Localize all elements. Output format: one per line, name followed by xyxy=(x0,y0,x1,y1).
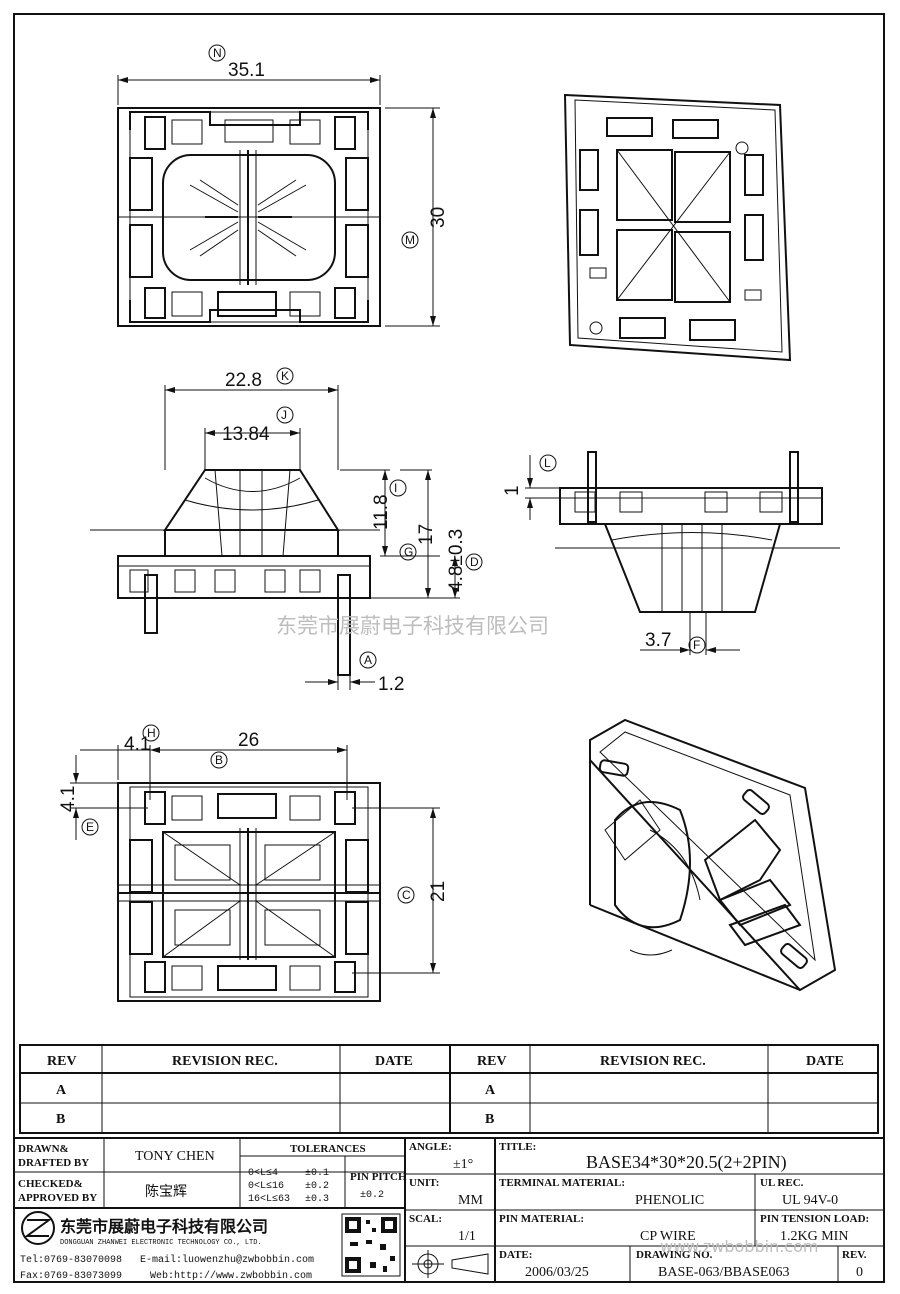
svg-text:L: L xyxy=(544,456,551,470)
right-view-dimensions: 1 L 3.7 F xyxy=(502,454,740,655)
approved-by: 陈宝辉 xyxy=(145,1183,187,1200)
svg-text:C: C xyxy=(402,888,411,902)
svg-text:I: I xyxy=(394,481,397,495)
rev-header-date-1: DATE xyxy=(375,1054,413,1069)
front-view xyxy=(90,469,380,676)
svg-text:D: D xyxy=(470,555,479,569)
rev-label: REV. xyxy=(842,1249,867,1261)
top-view xyxy=(117,107,381,327)
bottom-view-dimensions: 26 B 4.1 H 4.1 E 21 C xyxy=(58,724,449,974)
approved-label: APPROVED BY xyxy=(18,1192,97,1204)
svg-text:B: B xyxy=(215,753,223,767)
dim-top-width: 35.1 xyxy=(228,60,265,81)
title: BASE34*30*20.5(2+2PIN) xyxy=(586,1152,787,1173)
terminal-material: PHENOLIC xyxy=(635,1193,704,1208)
company-en: DONGGUAN ZHANWEI ELECTRONIC TECHNOLOGY C… xyxy=(60,1239,262,1247)
svg-text:H: H xyxy=(147,726,156,740)
tol-range-2: 0<L≤16 xyxy=(248,1181,284,1192)
revision-table: REV REVISION REC. DATE REV REVISION REC.… xyxy=(19,1044,879,1134)
ul-rec: UL 94V-0 xyxy=(782,1193,838,1208)
iso-view-top xyxy=(563,93,792,362)
unit: MM xyxy=(458,1193,483,1208)
bottom-view xyxy=(117,782,381,1002)
scale: 1/1 xyxy=(458,1229,476,1244)
rev-header-date-2: DATE xyxy=(806,1054,844,1069)
iso-view-bottom xyxy=(589,718,837,992)
checked-label: CHECKED& xyxy=(18,1178,83,1190)
rev-a-2: A xyxy=(485,1083,496,1098)
email: E-mail:luowenzhu@zwbobbin.com xyxy=(140,1254,314,1266)
drafted-label: DRAFTED BY xyxy=(18,1157,89,1169)
tol-value-3: ±0.3 xyxy=(305,1194,329,1205)
title-block: DRAWN& DRAFTED BY TONY CHEN CHECKED& APP… xyxy=(13,1137,885,1283)
rev-b-1: B xyxy=(56,1112,65,1127)
rev-b-2: B xyxy=(485,1112,494,1127)
dim-side-inner: 13.84 xyxy=(222,424,270,445)
web: Web:http://www.zwbobbin.com xyxy=(150,1270,312,1282)
pin-material: CP WIRE xyxy=(640,1229,696,1244)
dim-bottom-w: 26 xyxy=(238,730,259,751)
company-logo xyxy=(21,1211,55,1245)
ul-rec-label: UL REC. xyxy=(760,1177,804,1189)
svg-text:N: N xyxy=(213,46,222,60)
title-label: TITLE: xyxy=(499,1141,536,1153)
pin-tension-label: PIN TENSION LOAD: xyxy=(760,1213,869,1225)
scale-label: SCAL: xyxy=(409,1213,442,1225)
pin-material-label: PIN MATERIAL: xyxy=(499,1213,584,1225)
dim-side-width: 22.8 xyxy=(225,370,262,391)
top-view-dimensions: 35.1 N 30 M xyxy=(117,44,449,327)
tol-range-3: 16<L≤63 xyxy=(248,1194,290,1205)
tol-value-1: ±0.1 xyxy=(305,1168,329,1179)
watermark-company: 东莞市展蔚电子科技有限公司 xyxy=(276,614,549,638)
terminal-material-label: TERMINAL MATERIAL: xyxy=(499,1177,625,1189)
rev: 0 xyxy=(856,1265,863,1280)
pin-tension: 1.2KG MIN xyxy=(780,1229,848,1244)
company-cn: 东莞市展蔚电子科技有限公司 xyxy=(60,1217,268,1236)
tol-range-1: 0<L≤4 xyxy=(248,1168,278,1179)
fax: Fax:0769-83073099 xyxy=(20,1271,122,1282)
svg-text:M: M xyxy=(405,233,415,247)
pin-pitch-label: PIN PITCH xyxy=(350,1171,407,1183)
unit-label: UNIT: xyxy=(409,1177,439,1189)
tolerances-label: TOLERANCES xyxy=(290,1143,366,1155)
dim-right-f: 3.7 xyxy=(645,630,671,651)
svg-text:A: A xyxy=(364,653,372,667)
watermark-url: www.zwbobbin.com xyxy=(660,1237,818,1256)
pin-pitch: ±0.2 xyxy=(360,1190,384,1201)
qr-code xyxy=(341,1213,401,1277)
angle-label: ANGLE: xyxy=(409,1141,452,1153)
drawn-by: TONY CHEN xyxy=(135,1149,215,1164)
dim-right-l: 1 xyxy=(502,485,523,496)
dim-side-h2: 17 xyxy=(416,524,437,545)
front-view-dimensions: 22.8 K 13.84 J 11.8 I 17 G 4.8±0.3 D 1.2 xyxy=(164,367,483,695)
svg-text:J: J xyxy=(281,408,287,422)
tel: Tel:0769-83070098 xyxy=(20,1254,122,1266)
drawn-label: DRAWN& xyxy=(18,1143,69,1155)
drawing-no: BASE-063/BBASE063 xyxy=(658,1265,789,1280)
dim-bottom-h: 4.1 xyxy=(124,734,150,755)
angle: ±1° xyxy=(453,1157,473,1172)
svg-text:E: E xyxy=(86,820,94,834)
svg-text:F: F xyxy=(693,638,700,652)
svg-text:G: G xyxy=(404,545,413,559)
rev-header-rev-1: REV xyxy=(47,1054,77,1069)
right-view xyxy=(555,451,840,613)
projection-symbol xyxy=(412,1250,489,1278)
rev-header-rev-2: REV xyxy=(477,1054,507,1069)
rev-a-1: A xyxy=(56,1083,67,1098)
date: 2006/03/25 xyxy=(525,1265,589,1280)
svg-text:K: K xyxy=(281,369,289,383)
dim-side-h1: 11.8 xyxy=(371,494,392,530)
rev-header-rec-1: REVISION REC. xyxy=(172,1054,278,1069)
tol-value-2: ±0.2 xyxy=(305,1181,329,1192)
dim-pin-w: 1.2 xyxy=(378,674,404,695)
dim-top-height: 30 xyxy=(428,207,449,228)
rev-header-rec-2: REVISION REC. xyxy=(600,1054,706,1069)
drawing-no-label: DRAWING NO. xyxy=(636,1249,713,1261)
dim-bottom-c: 21 xyxy=(428,881,449,902)
dim-bottom-e: 4.1 xyxy=(58,786,79,812)
dim-side-h3: 4.8±0.3 xyxy=(446,529,467,592)
date-label: DATE: xyxy=(499,1249,532,1261)
